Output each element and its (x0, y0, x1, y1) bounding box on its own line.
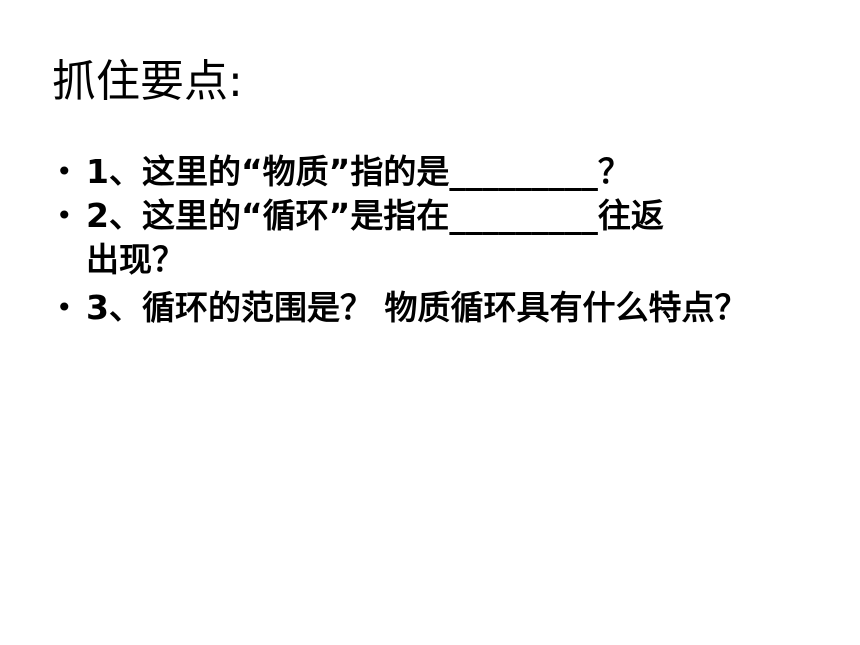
bullet-item-1: • 1、这里的“物质”指的是_________？ (52, 150, 842, 194)
bullet-text-1: 1、这里的“物质”指的是_________？ (86, 152, 631, 191)
bullet-item-2: • 2、这里的“循环”是指在_________往返 出现？ (52, 194, 842, 282)
bullet-item-3: • 3、循环的范围是？ 物质循环具有什么特点？ (52, 286, 842, 330)
bullet-marker: • (56, 199, 73, 232)
bullet-marker: • (56, 155, 73, 188)
slide-title: 抓住要点: (52, 56, 243, 107)
bullet-marker: • (56, 291, 73, 324)
bullet-text-2-line-1: 2、这里的“循环”是指在_________往返 (86, 196, 664, 235)
bullet-list: • 1、这里的“物质”指的是_________？ • 2、这里的“循环”是指在_… (52, 150, 842, 330)
bullet-text-3: 3、循环的范围是？ 物质循环具有什么特点？ (86, 288, 748, 327)
bullet-text-2-line-2: 出现？ (86, 240, 185, 279)
